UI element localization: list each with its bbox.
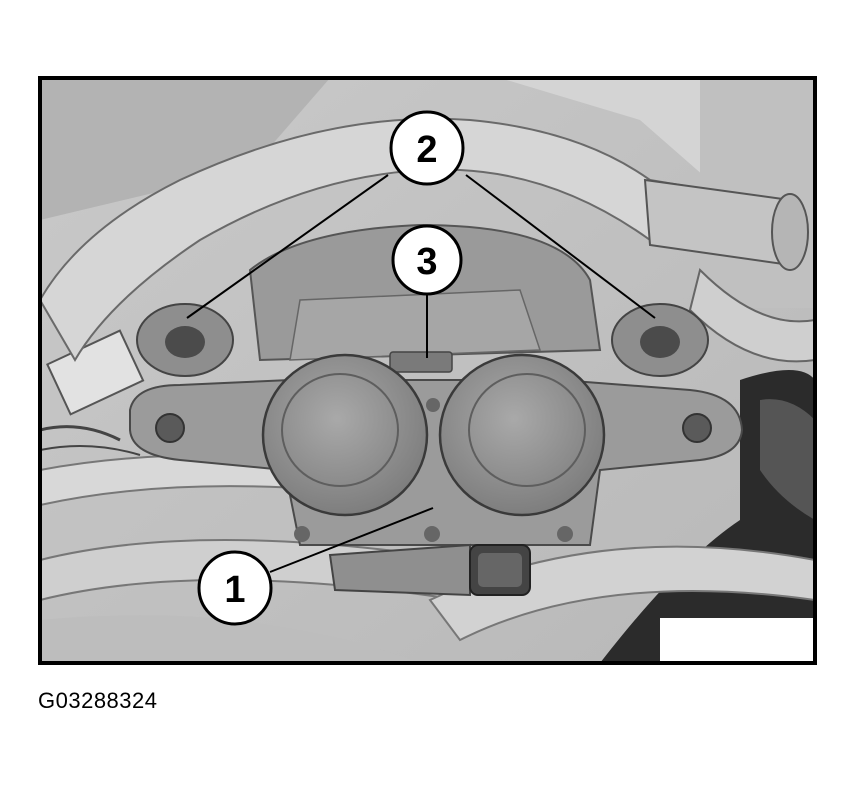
image-frame — [38, 76, 817, 665]
svg-text:1: 1 — [224, 569, 245, 611]
horn-right — [438, 353, 606, 517]
horn-left — [261, 353, 429, 517]
rubber-mount-right — [611, 303, 709, 377]
rubber-mount-left — [136, 303, 234, 377]
leader-lines — [186, 174, 656, 573]
figure-id-label: G03288324 — [38, 688, 158, 713]
svg-text:3: 3 — [416, 241, 437, 283]
callout-3: 3 — [391, 224, 463, 296]
svg-text:2: 2 — [416, 129, 437, 171]
callout-2: 2 — [389, 110, 465, 186]
callout-1: 1 — [197, 550, 273, 626]
corner-label-box — [660, 618, 813, 661]
